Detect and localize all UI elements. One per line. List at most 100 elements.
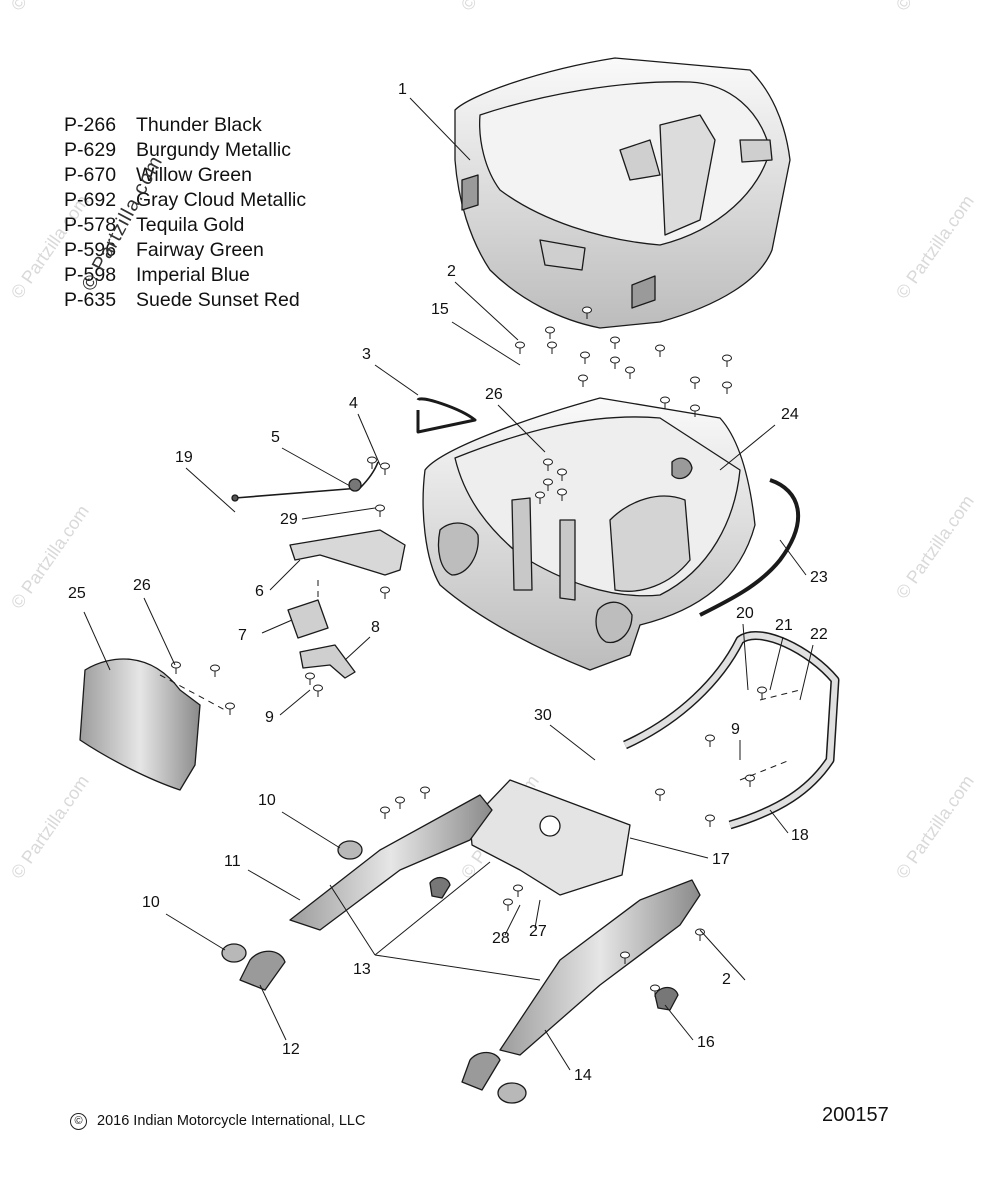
leader-line bbox=[165, 913, 226, 951]
seal-strip-part bbox=[416, 397, 477, 434]
leader-line bbox=[301, 507, 376, 520]
fastener bbox=[745, 774, 755, 787]
paint-row: P-670 Willow Green bbox=[64, 163, 364, 188]
leader-line bbox=[549, 724, 596, 761]
leader-line bbox=[544, 1029, 571, 1071]
paint-row: P-266 Thunder Black bbox=[64, 113, 364, 138]
callout-number: 27 bbox=[529, 923, 547, 940]
callout-number: 29 bbox=[280, 511, 298, 528]
callout-number: 6 bbox=[255, 583, 264, 600]
fastener bbox=[367, 456, 377, 469]
copyright-text: 2016 Indian Motorcycle International, LL… bbox=[97, 1113, 366, 1129]
leader-line bbox=[247, 869, 301, 901]
copyright-notice: © 2016 Indian Motorcycle International, L… bbox=[70, 1113, 365, 1130]
fastener bbox=[655, 344, 665, 357]
paint-code: P-266 bbox=[64, 114, 117, 136]
callout-number: 26 bbox=[485, 386, 503, 403]
callout-number: 4 bbox=[349, 395, 358, 412]
bushing-part bbox=[337, 840, 363, 860]
leader-line bbox=[769, 636, 784, 691]
callout-number: 3 bbox=[362, 346, 371, 363]
fastener bbox=[515, 341, 525, 354]
fastener bbox=[610, 336, 620, 349]
paint-code: P-670 bbox=[64, 164, 117, 186]
callout-number: 1 bbox=[398, 81, 407, 98]
mounting-plate-part bbox=[469, 779, 631, 896]
leader-line bbox=[664, 1004, 694, 1041]
fastener bbox=[375, 504, 385, 517]
paint-code: P-635 bbox=[64, 289, 117, 311]
callout-number: 21 bbox=[775, 617, 793, 634]
fastener bbox=[395, 796, 405, 809]
leader-line bbox=[259, 984, 287, 1041]
fastener bbox=[547, 341, 557, 354]
leader-line bbox=[629, 837, 709, 859]
callout-number: 14 bbox=[574, 1067, 592, 1084]
fastener bbox=[313, 684, 323, 697]
callout-number: 2 bbox=[722, 971, 731, 988]
knob-part bbox=[654, 986, 679, 1011]
callout-number: 9 bbox=[731, 721, 740, 738]
paint-name: Willow Green bbox=[136, 164, 252, 186]
callout-number: 9 bbox=[265, 709, 274, 726]
leader-line bbox=[409, 97, 471, 161]
watermark-text: © Partzilla.com bbox=[457, 0, 543, 14]
leader-line bbox=[374, 861, 491, 956]
hinge-part bbox=[287, 599, 329, 639]
leader-line bbox=[497, 404, 546, 453]
leader-line bbox=[143, 597, 176, 666]
clip-part bbox=[239, 950, 286, 991]
fastener bbox=[380, 806, 390, 819]
callout-number: 8 bbox=[371, 619, 380, 636]
leader-line bbox=[374, 954, 541, 981]
fastener bbox=[557, 488, 567, 501]
diagram-id: 200157 bbox=[822, 1104, 889, 1126]
leader-line bbox=[357, 413, 381, 466]
fastener bbox=[535, 491, 545, 504]
callout-number: 16 bbox=[697, 1034, 715, 1051]
leader-line bbox=[185, 467, 236, 513]
paint-name: Imperial Blue bbox=[136, 264, 250, 286]
callout-number: 10 bbox=[142, 894, 160, 911]
copyright-icon: © bbox=[70, 1113, 87, 1130]
fastener bbox=[580, 351, 590, 364]
paint-code: P-598 bbox=[64, 264, 117, 286]
trunk-lid-part bbox=[454, 57, 791, 329]
bushing-part bbox=[221, 943, 247, 963]
latch-bracket-part bbox=[289, 529, 406, 576]
callout-number: 30 bbox=[534, 707, 552, 724]
callout-number: 23 bbox=[810, 569, 828, 586]
leader-line bbox=[374, 364, 419, 396]
fastener bbox=[650, 984, 660, 997]
paint-code: P-692 bbox=[64, 189, 117, 211]
fastener bbox=[695, 928, 705, 941]
fastener bbox=[582, 306, 592, 319]
fastener bbox=[210, 664, 220, 677]
paint-name: Thunder Black bbox=[136, 114, 262, 136]
leader-line bbox=[504, 904, 521, 936]
leader-line bbox=[699, 929, 746, 981]
watermark-text: © Partzilla.com bbox=[892, 191, 978, 302]
callout-number: 22 bbox=[810, 626, 828, 643]
fastener bbox=[557, 468, 567, 481]
leader-lines bbox=[83, 97, 814, 1071]
left-arm-part bbox=[289, 794, 493, 931]
fastener bbox=[655, 788, 665, 801]
callout-number: 11 bbox=[224, 853, 241, 870]
fastener bbox=[305, 672, 315, 685]
callout-number: 5 bbox=[271, 429, 280, 446]
leader-line bbox=[742, 623, 749, 691]
callout-number: 28 bbox=[492, 930, 510, 947]
paint-name: Gray Cloud Metallic bbox=[136, 189, 307, 211]
watermark-text: © Partzilla.com bbox=[892, 771, 978, 882]
leader-line bbox=[769, 809, 789, 834]
fastener bbox=[705, 734, 715, 747]
trunk-base-part bbox=[422, 397, 756, 671]
leader-line bbox=[269, 559, 301, 591]
leader-line bbox=[281, 811, 341, 849]
leader-line bbox=[83, 611, 111, 671]
